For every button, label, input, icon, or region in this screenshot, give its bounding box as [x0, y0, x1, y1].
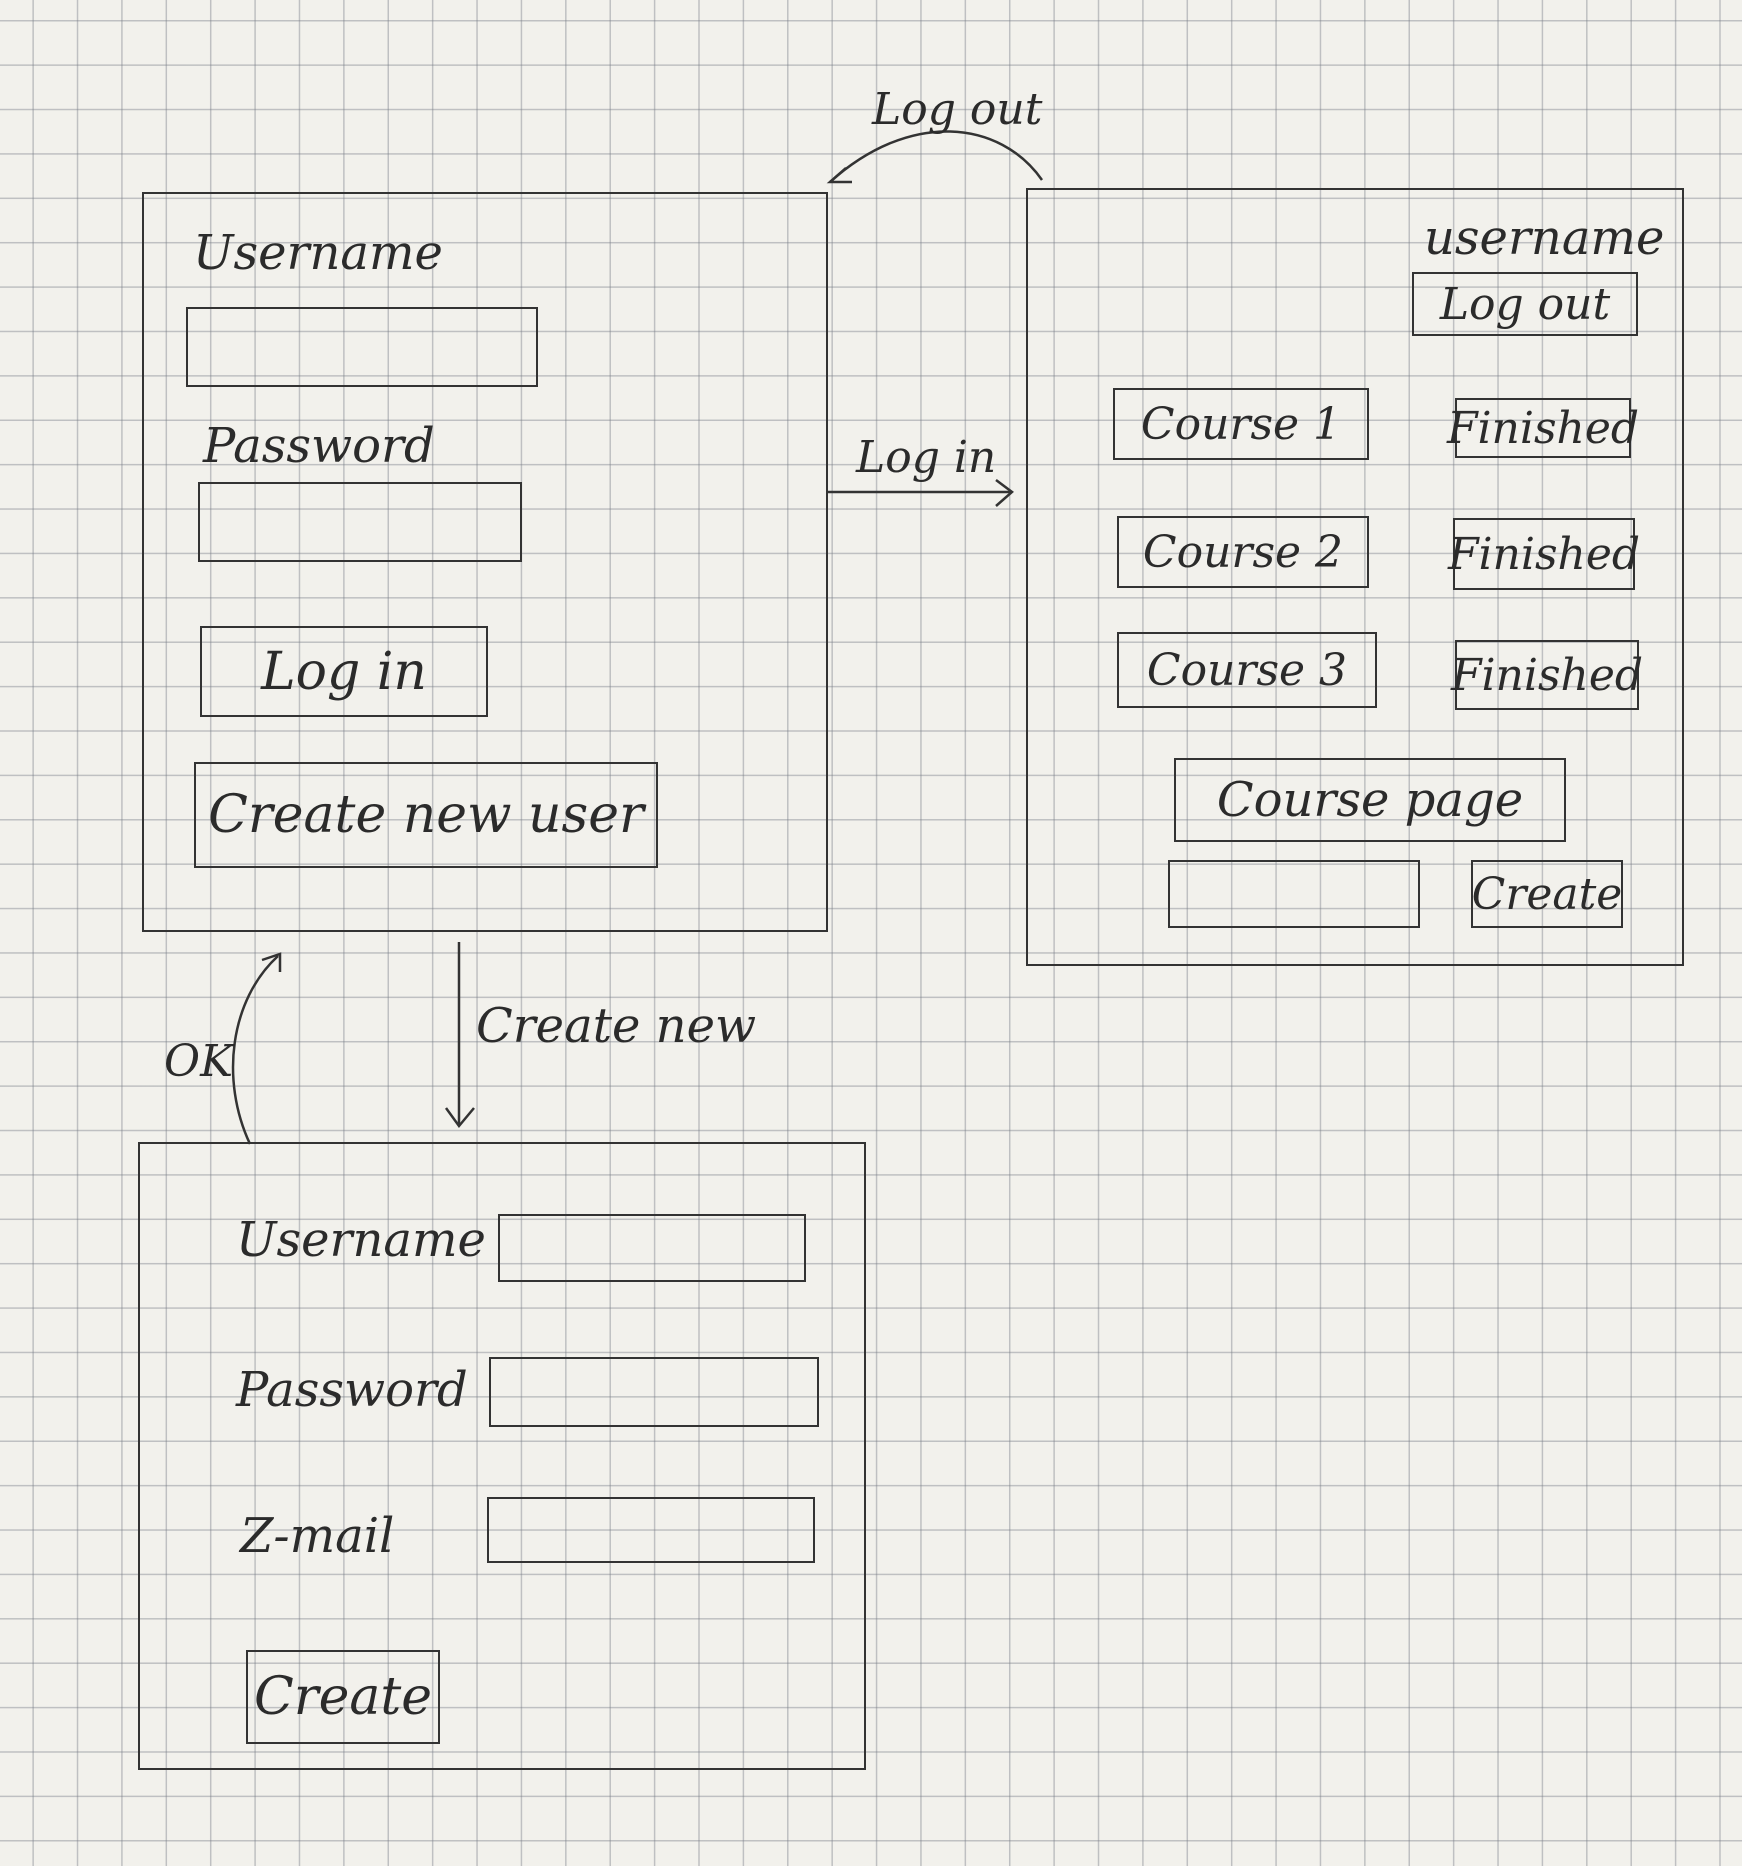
register-username-label: Username: [236, 1212, 486, 1268]
register-username-input[interactable]: [498, 1214, 806, 1282]
course-3-finished-label: Finished: [1450, 649, 1644, 701]
logout-button[interactable]: Log out: [1412, 272, 1638, 336]
course-3-button[interactable]: Course 3: [1117, 632, 1377, 708]
login-username-input[interactable]: [186, 307, 538, 387]
course-2-finished-label: Finished: [1447, 528, 1641, 580]
register-create-button[interactable]: Create: [246, 1650, 440, 1744]
login-transition-label: Log in: [856, 432, 997, 483]
course-page-button[interactable]: Course page: [1174, 758, 1566, 842]
create-new-arrow-head: [444, 1107, 475, 1129]
course-screen: [1026, 188, 1684, 966]
logout-transition-label: Log out: [872, 84, 1043, 135]
logout-arrow: [829, 130, 1044, 183]
ok-transition-label: OK: [164, 1036, 233, 1087]
course-page-button-label: Course page: [1216, 772, 1524, 828]
course-2-label: Course 2: [1142, 526, 1344, 578]
login-screen: [142, 192, 828, 932]
register-screen: [138, 1142, 866, 1770]
register-password-label: Password: [236, 1362, 468, 1418]
course-2-finished-button[interactable]: Finished: [1448, 518, 1640, 590]
course-1-button[interactable]: Course 1: [1113, 388, 1369, 460]
logout-arrow-head: [826, 167, 852, 184]
register-email-input[interactable]: [487, 1497, 815, 1563]
login-arrow-head: [995, 479, 1014, 507]
create-new-transition-label: Create new: [476, 998, 757, 1054]
course-3-label: Course 3: [1146, 644, 1348, 696]
course-1-label: Course 1: [1140, 398, 1342, 450]
register-email-label: Z-mail: [240, 1508, 395, 1564]
login-username-label: Username: [193, 225, 443, 281]
new-course-input[interactable]: [1168, 860, 1420, 928]
create-new-user-button[interactable]: Create new user: [194, 762, 658, 868]
course-1-finished-button[interactable]: Finished: [1447, 398, 1639, 458]
ok-arrow-head: [261, 952, 282, 972]
login-password-input[interactable]: [198, 482, 522, 562]
course-2-button[interactable]: Course 2: [1117, 516, 1369, 588]
login-password-label: Password: [203, 418, 435, 474]
login-button-label: Log in: [261, 641, 427, 702]
ok-arrow: [231, 955, 279, 1145]
course-3-finished-button[interactable]: Finished: [1451, 640, 1643, 710]
create-course-button[interactable]: Create: [1471, 860, 1623, 928]
create-course-button-label: Create: [1471, 868, 1623, 920]
course-1-finished-label: Finished: [1446, 402, 1640, 454]
register-password-input[interactable]: [489, 1357, 819, 1427]
create-new-user-button-label: Create new user: [208, 785, 644, 845]
current-username-text: username: [1424, 210, 1665, 266]
register-create-button-label: Create: [253, 1667, 433, 1727]
login-button[interactable]: Log in: [200, 626, 488, 717]
logout-button-label: Log out: [1439, 278, 1611, 330]
